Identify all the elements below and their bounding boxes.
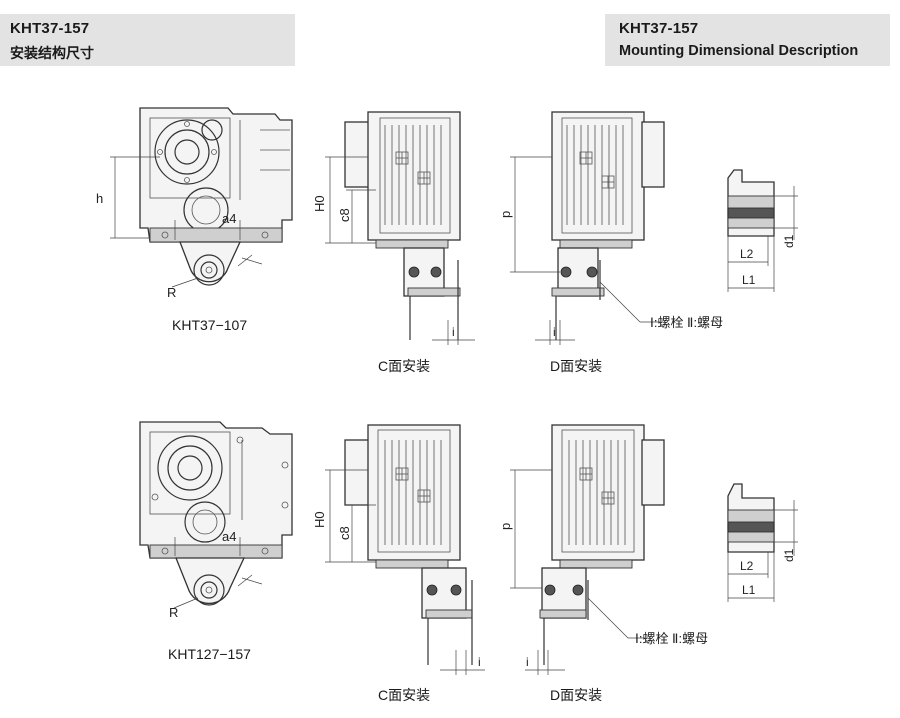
dim-label-L2-top: L2 (740, 247, 754, 261)
top-c-face-view (325, 111, 475, 345)
dim-label-p-top: p (498, 211, 513, 218)
dim-label-h: h (96, 191, 103, 206)
dim-label-H0-top: H0 (312, 195, 327, 212)
top-side-caption: KHT37−107 (172, 317, 247, 333)
header-left-subtitle: 安装结构尺寸 (10, 45, 94, 61)
bottom-bushing-detail (727, 483, 798, 602)
header-right-subtitle: Mounting Dimensional Description (619, 43, 859, 59)
dim-label-d1-bottom: d1 (782, 548, 796, 562)
dim-label-L1-bottom: L1 (742, 583, 756, 597)
top-d-caption: D面安装 (550, 358, 602, 374)
dim-label-c8-top: c8 (337, 208, 352, 222)
dim-label-p-bottom: p (498, 523, 513, 530)
top-bolt-note: Ⅰ:螺栓 Ⅱ:螺母 (650, 315, 723, 330)
dim-label-i-top-c: i (452, 325, 455, 339)
header-left: KHT37-157 安装结构尺寸 (0, 14, 295, 66)
dim-label-L2-bottom: L2 (740, 559, 754, 573)
dim-label-c8-bottom: c8 (337, 526, 352, 540)
dim-label-d1-top: d1 (782, 234, 796, 248)
dim-label-i-bottom-c: i (478, 655, 481, 669)
bottom-side-caption: KHT127−157 (168, 646, 251, 662)
dim-label-R: R (167, 285, 176, 300)
header-right: KHT37-157 Mounting Dimensional Descripti… (605, 14, 890, 66)
top-bushing-detail (727, 169, 798, 292)
dim-label-R-bottom: R (169, 605, 178, 620)
dim-label-a4: a4 (222, 211, 236, 226)
dim-label-i-bottom-d: i (526, 655, 529, 669)
bottom-d-face-view (510, 424, 665, 675)
header-left-model: KHT37-157 (10, 20, 90, 37)
dim-label-i-top-d: i (553, 325, 556, 339)
top-side-view (110, 107, 293, 288)
bottom-bolt-note: Ⅰ:螺栓 Ⅱ:螺母 (635, 631, 708, 646)
dim-label-H0-bottom: H0 (312, 511, 327, 528)
dim-label-L1-top: L1 (742, 273, 756, 287)
bottom-d-caption: D面安装 (550, 687, 602, 703)
top-c-caption: C面安装 (378, 358, 430, 374)
top-d-face-view (510, 111, 665, 345)
bottom-c-caption: C面安装 (378, 687, 430, 703)
header-right-model: KHT37-157 (619, 20, 699, 37)
bottom-side-view (139, 421, 293, 609)
dim-label-a4-bottom: a4 (222, 529, 236, 544)
bottom-c-face-view (325, 424, 485, 675)
